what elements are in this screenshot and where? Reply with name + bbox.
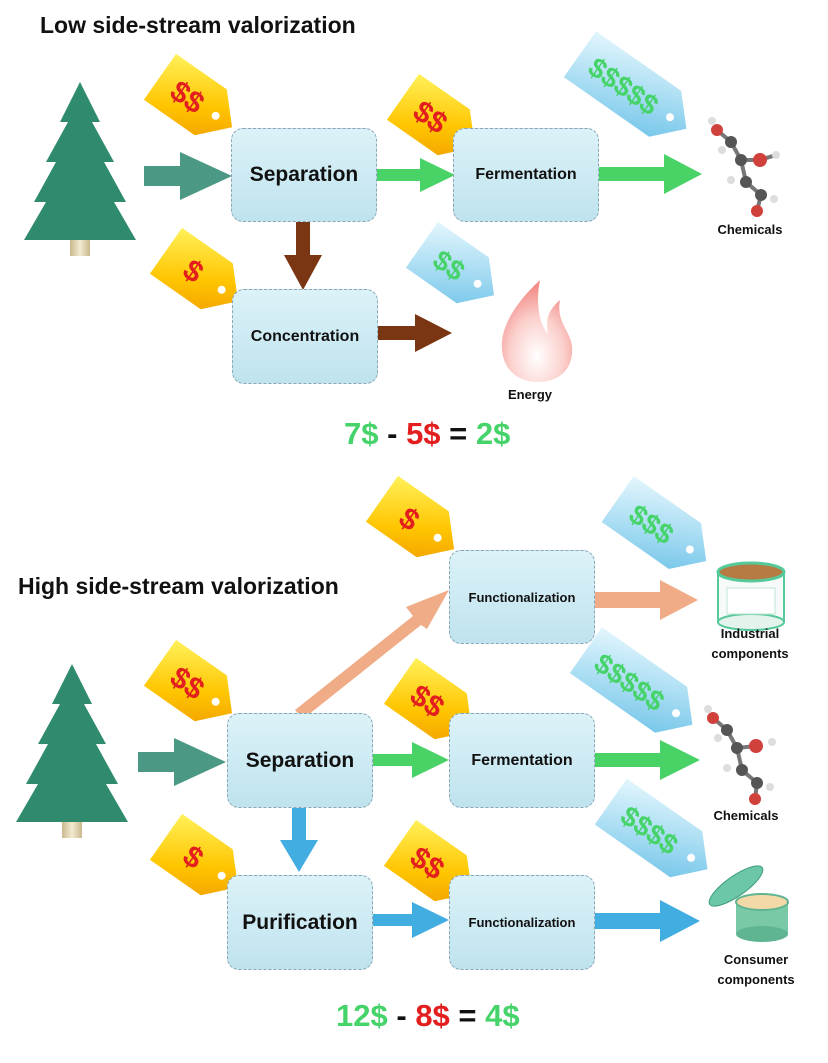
fermentation-box: Fermentation: [453, 128, 599, 222]
arrow-functionalization-to-consumer: [594, 900, 700, 942]
flame-icon: [501, 280, 573, 382]
equation-result: 2$: [475, 416, 511, 451]
arrow-fermentation-to-chemicals: [592, 740, 700, 780]
equation-top: 7$ - 5$ = 2$: [344, 416, 510, 452]
product-label-line: Industrial: [720, 626, 780, 641]
arrow-fermentation-to-chemicals: [598, 154, 702, 194]
separation-box: Separation: [227, 713, 373, 808]
functionalization-box-top: Functionalization: [449, 550, 595, 644]
equation-revenue: 7$: [344, 416, 379, 451]
functionalization-box-bottom: Functionalization: [449, 875, 595, 970]
cost-tag-icon: $: [149, 813, 239, 896]
equation-minus: -: [396, 998, 407, 1033]
arrow-functionalization-to-industrial: [594, 580, 698, 620]
molecule-icon: [704, 705, 776, 805]
pine-tree-icon: [24, 82, 136, 256]
arrow-concentration-to-energy: [378, 314, 452, 352]
arrow-tree-to-separation: [144, 152, 232, 200]
equation-equals: =: [458, 998, 477, 1033]
arrow-purification-to-functionalization: [372, 902, 449, 938]
product-label-chemicals: Chemicals: [713, 808, 779, 823]
cream-jar-icon: [708, 865, 789, 942]
equation-cost: 5$: [406, 416, 441, 451]
separation-box: Separation: [231, 128, 377, 222]
value-tag-icon: $$: [405, 221, 495, 304]
product-label-line: components: [711, 646, 789, 661]
arrow-separation-to-functionalization: [295, 590, 449, 719]
equation-result: 4$: [485, 998, 520, 1033]
arrow-tree-to-separation: [138, 738, 226, 786]
paint-can-icon: [716, 561, 786, 631]
purification-box: Purification: [227, 875, 373, 970]
value-tag-icon: $$$: [601, 476, 707, 569]
equation-revenue: 12$: [336, 998, 388, 1033]
product-label-chemicals: Chemicals: [717, 222, 783, 237]
cost-tag-icon: $$: [143, 639, 233, 722]
fermentation-box: Fermentation: [449, 713, 595, 808]
arrow-separation-to-concentration: [284, 222, 322, 290]
value-tag-icon: $$$$: [594, 778, 708, 878]
cost-tag-icon: $$: [143, 53, 233, 136]
product-label-energy: Energy: [507, 387, 553, 402]
arrow-separation-to-purification: [280, 808, 318, 872]
section-title-low: Low side-stream valorization: [40, 12, 356, 38]
section-title-high: High side-stream valorization: [18, 573, 339, 599]
cost-tag-icon: $: [365, 475, 455, 558]
arrow-separation-to-fermentation: [372, 742, 449, 778]
equation-cost: 8$: [415, 998, 450, 1033]
equation-minus: -: [387, 416, 398, 451]
cost-tag-icon: $: [149, 227, 239, 310]
product-label-consumer: Consumer components: [704, 950, 808, 990]
product-label-line: Consumer: [723, 952, 789, 967]
molecule-icon: [708, 117, 780, 217]
equation-bottom: 12$ - 8$ = 4$: [336, 998, 520, 1034]
equation-equals: =: [449, 416, 468, 451]
product-label-industrial: Industrial components: [700, 624, 800, 664]
arrow-separation-to-fermentation: [376, 158, 455, 192]
product-label-line: components: [717, 972, 795, 987]
concentration-box: Concentration: [232, 289, 378, 384]
pine-tree-icon: [16, 664, 128, 838]
